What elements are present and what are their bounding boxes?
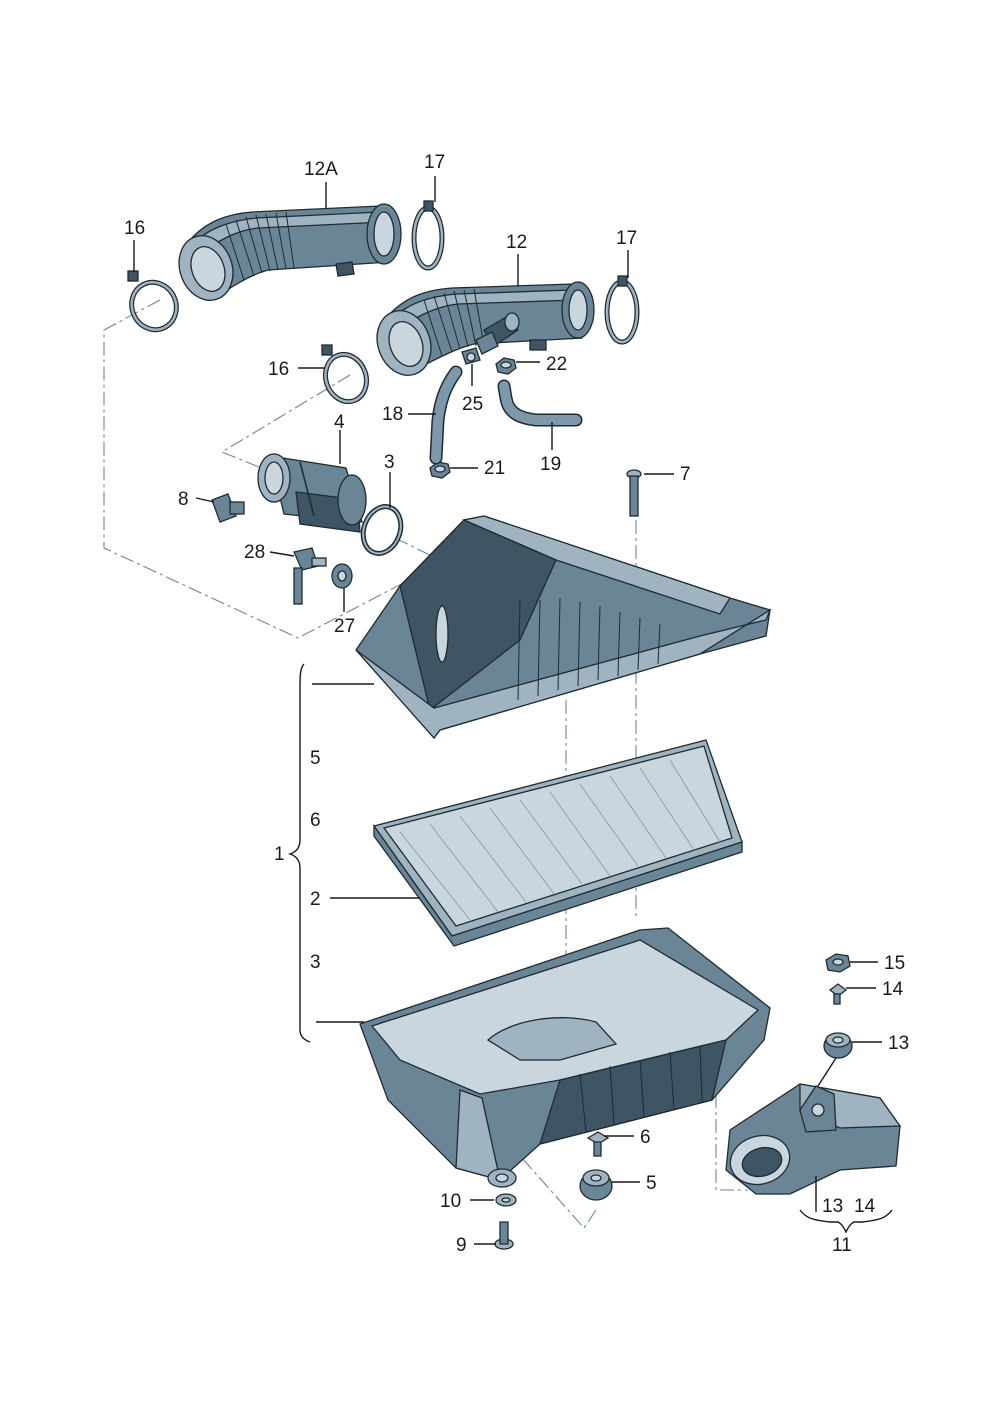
rubber-mount-13 xyxy=(823,1032,853,1059)
intake-duct-11 xyxy=(725,1083,902,1195)
callout-6: 6 xyxy=(640,1127,651,1148)
grommet-27 xyxy=(331,563,353,589)
air-hose-12 xyxy=(376,281,595,376)
bolt-9 xyxy=(494,1221,514,1250)
washer-6 xyxy=(586,1131,610,1157)
hose-clamp-17-lower xyxy=(604,275,640,345)
callout-5: 5 xyxy=(646,1173,657,1194)
nut-22 xyxy=(495,357,517,375)
callout-labels: 12A 17 16 12 17 16 22 25 18 19 4 3 21 7 … xyxy=(124,152,909,1256)
breather-hose-19 xyxy=(497,379,583,427)
callout-25: 25 xyxy=(462,394,483,415)
callout-7: 7 xyxy=(680,464,691,485)
callout-16-upper: 16 xyxy=(124,218,145,239)
callout-6-bracket: 6 xyxy=(310,810,321,831)
callout-12a: 12A xyxy=(304,159,338,180)
callout-12: 12 xyxy=(506,232,527,253)
air-hose-12a xyxy=(178,203,402,301)
air-filter-housing-upper xyxy=(355,515,772,740)
callout-19: 19 xyxy=(540,454,561,475)
callout-9: 9 xyxy=(456,1235,467,1256)
nut-15 xyxy=(825,953,851,973)
callout-11: 11 xyxy=(832,1235,852,1256)
callout-21: 21 xyxy=(484,458,505,479)
breather-hose-18 xyxy=(429,365,463,465)
clip-25 xyxy=(461,347,481,365)
callout-18: 18 xyxy=(382,404,403,425)
screw-7 xyxy=(626,469,642,517)
air-filter-element-2 xyxy=(372,739,743,947)
washer-14 xyxy=(828,983,848,1005)
callout-17-upper: 17 xyxy=(424,152,445,173)
washer-10 xyxy=(495,1193,517,1207)
callout-28: 28 xyxy=(244,542,265,563)
hose-clamp-16-upper xyxy=(127,270,179,333)
callout-1: 1 xyxy=(274,844,285,865)
air-filter-housing-lower xyxy=(359,927,771,1188)
bolt-8 xyxy=(211,493,245,523)
callout-14: 14 xyxy=(882,979,904,1000)
callout-3-bracket: 3 xyxy=(310,952,321,973)
callout-10: 10 xyxy=(440,1191,461,1212)
callout-16-lower: 16 xyxy=(268,359,289,380)
nut-21 xyxy=(429,461,451,479)
callout-2: 2 xyxy=(310,889,321,910)
callout-22: 22 xyxy=(546,354,567,375)
callout-8: 8 xyxy=(178,489,189,510)
callout-5-bracket: 5 xyxy=(310,748,321,769)
callout-13: 13 xyxy=(888,1033,909,1054)
hose-clamp-17-upper xyxy=(411,200,445,271)
callout-13-group: 13 xyxy=(822,1196,843,1217)
air-mass-meter-4 xyxy=(257,453,367,533)
sensor-28 xyxy=(293,547,327,605)
callout-4: 4 xyxy=(334,412,345,433)
callout-14-group: 14 xyxy=(854,1196,876,1217)
callout-15: 15 xyxy=(884,953,905,974)
callout-3-upper: 3 xyxy=(384,452,395,473)
callout-17-lower: 17 xyxy=(616,228,637,249)
rubber-mount-5 xyxy=(579,1169,613,1201)
callout-27: 27 xyxy=(334,616,355,637)
hose-clamp-16-lower xyxy=(321,344,370,405)
leader-lines xyxy=(133,176,893,1245)
